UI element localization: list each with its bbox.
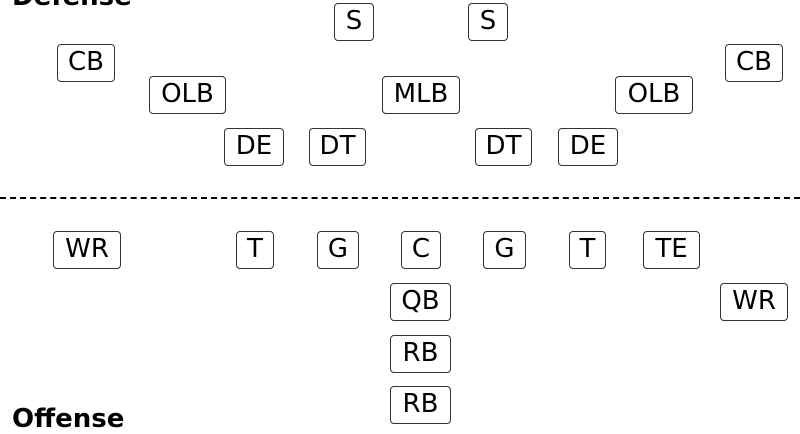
defense-player-s-left: S (334, 3, 374, 41)
offense-player-wr-right: WR (720, 283, 788, 321)
defense-player-cb-right: CB (725, 44, 783, 82)
offense-player-c: C (401, 231, 441, 269)
offense-player-qb: QB (390, 283, 451, 321)
defense-player-dt-right: DT (475, 128, 532, 166)
offense-player-t-right: T (569, 231, 606, 269)
defense-player-dt-left: DT (309, 128, 366, 166)
defense-player-olb-right: OLB (615, 76, 693, 114)
offense-player-wr-left: WR (53, 231, 121, 269)
offense-player-t-left: T (236, 231, 274, 269)
defense-player-s-right: S (468, 3, 508, 41)
offense-player-rb-lower: RB (390, 386, 451, 424)
offense-player-te: TE (643, 231, 700, 269)
defense-player-de-left: DE (224, 128, 284, 166)
line-of-scrimmage (0, 197, 800, 199)
defense-player-mlb: MLB (382, 76, 460, 114)
defense-player-olb-left: OLB (149, 76, 226, 114)
offense-player-rb-upper: RB (390, 335, 451, 373)
defense-player-de-right: DE (558, 128, 618, 166)
defense-label: Defense (12, 0, 132, 10)
offense-player-g-right: G (483, 231, 526, 269)
defense-player-cb-left: CB (57, 44, 115, 82)
offense-label: Offense (12, 404, 125, 434)
offense-player-g-left: G (317, 231, 359, 269)
